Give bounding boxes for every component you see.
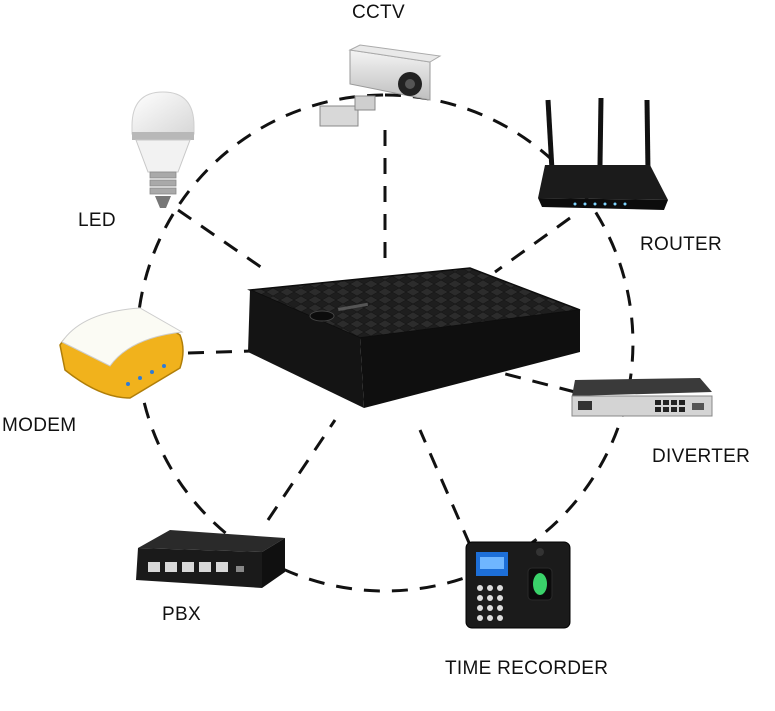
label-modem: MODEM: [2, 415, 77, 436]
connection-lines: [135, 93, 635, 593]
label-led: LED: [78, 210, 116, 231]
link-modem: [187, 349, 253, 355]
network-diverter-icon: [571, 378, 713, 417]
fingerprint-time-recorder-icon: [465, 541, 571, 629]
cctv-camera-icon: [319, 44, 442, 127]
link-led: [177, 208, 269, 274]
wifi-router-icon: [538, 97, 668, 210]
link-time-recorder: [418, 429, 472, 546]
link-router: [494, 216, 571, 274]
modem-icon: [59, 307, 184, 399]
label-cctv: CCTV: [352, 2, 405, 23]
led-bulb-icon: [131, 91, 195, 208]
label-pbx: PBX: [162, 604, 201, 625]
mini-ups-icon: [247, 267, 581, 408]
link-diverter: [489, 368, 576, 394]
label-time-recorder: TIME RECORDER: [445, 658, 609, 679]
network-switch-icon: [136, 530, 285, 588]
label-diverter: DIVERTER: [652, 446, 751, 467]
link-pbx: [266, 419, 337, 521]
label-router: ROUTER: [640, 234, 723, 255]
